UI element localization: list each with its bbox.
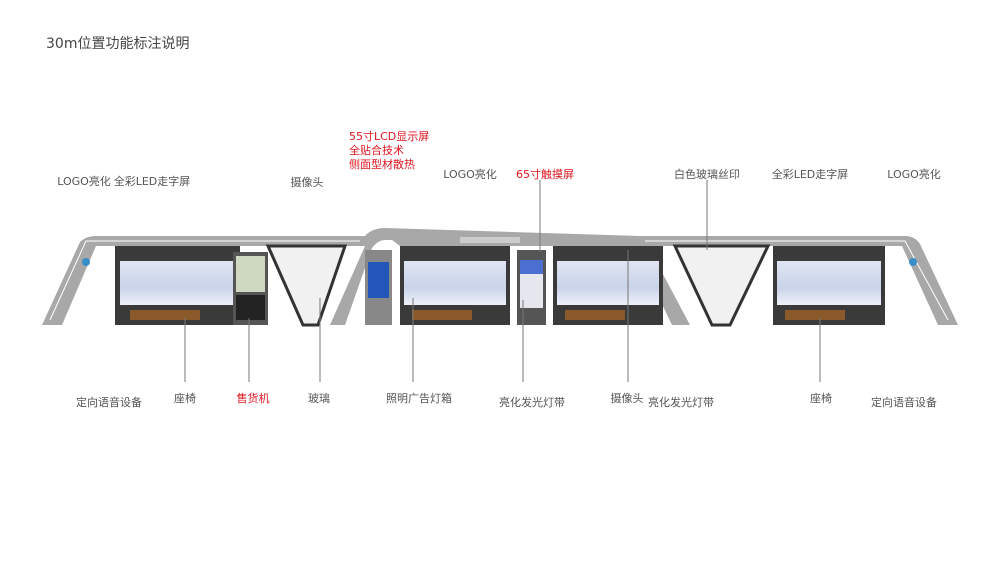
page-title: 30m位置功能标注说明	[46, 36, 190, 52]
logo-icon-left	[82, 258, 90, 266]
label-logo-right: LOGO亮化	[887, 168, 941, 181]
glass-panel-1	[265, 244, 348, 327]
ad-lightbox-4	[773, 246, 885, 325]
label-seat-left: 座椅	[174, 392, 196, 405]
label-camera-top: 摄像头	[290, 176, 324, 189]
label-lcd-line1: 55寸LCD显示屏	[349, 130, 430, 143]
logo-strip	[460, 237, 520, 243]
label-glass-print: 白色玻璃丝印	[674, 168, 740, 181]
label-logo-left: LOGO亮化	[57, 175, 111, 188]
roof	[42, 228, 958, 325]
touchscreen-kiosk	[517, 250, 546, 325]
ad-lightbox-2	[400, 246, 510, 325]
label-vending: 售货机	[236, 392, 270, 405]
label-glass: 玻璃	[308, 392, 330, 405]
lcd-kiosk	[365, 250, 392, 325]
ad-lightbox-1	[115, 246, 240, 325]
label-lcd: 55寸LCD显示屏 全贴合技术 侧面型材散热	[349, 130, 429, 172]
label-lightbox: 照明广告灯箱	[386, 392, 452, 405]
logo-icon-right	[909, 258, 917, 266]
label-speaker-left: 定向语音设备	[76, 396, 142, 409]
ad-lightbox-3	[553, 246, 663, 325]
glass-panel-2	[672, 244, 771, 327]
vending-machine	[233, 252, 268, 325]
label-lightstrip-2: 亮化发光灯带	[648, 396, 714, 409]
label-touch: 65寸触摸屏	[516, 168, 574, 181]
label-seat-right: 座椅	[810, 392, 832, 405]
label-camera-bottom: 摄像头	[610, 392, 644, 405]
label-lcd-line2: 全贴合技术	[349, 144, 404, 157]
label-lightstrip-1: 亮化发光灯带	[499, 396, 565, 409]
label-led-right: 全彩LED走字屏	[771, 168, 849, 181]
label-logo-mid: LOGO亮化	[443, 168, 497, 181]
label-lcd-line3: 侧面型材散热	[349, 158, 415, 171]
label-speaker-right: 定向语音设备	[871, 396, 937, 409]
label-led-left: 全彩LED走字屏	[113, 175, 191, 188]
